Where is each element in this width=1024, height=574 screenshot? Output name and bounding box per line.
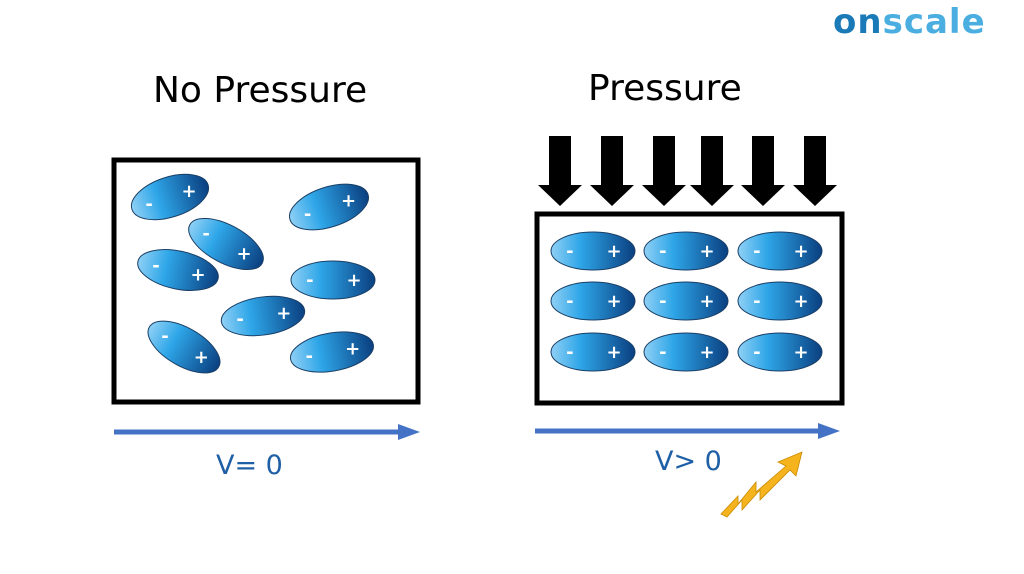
negative-charge-sign: - <box>566 241 573 262</box>
negative-charge-sign: - <box>145 194 152 215</box>
positive-charge-sign: + <box>606 342 621 363</box>
dipole-body <box>550 281 636 321</box>
dipole: -+ <box>290 331 374 373</box>
dipole-body <box>550 231 636 271</box>
logo-part-scale: scale <box>882 2 986 42</box>
dipole-body <box>643 332 729 372</box>
dipole: -+ <box>737 332 823 372</box>
negative-charge-sign: - <box>566 342 573 363</box>
dipole: -+ <box>643 332 729 372</box>
dipole: -+ <box>643 281 729 321</box>
dipole-body <box>290 331 374 373</box>
dipole: -+ <box>289 183 369 231</box>
positive-charge-sign: + <box>606 241 621 262</box>
pressure-arrow-icon <box>642 136 686 206</box>
dipole-body <box>643 231 729 271</box>
positive-charge-sign: + <box>793 342 808 363</box>
dipole: -+ <box>737 231 823 271</box>
dipole-body <box>188 217 264 271</box>
pressure-arrow-icon <box>793 136 837 206</box>
dipole-body <box>550 332 636 372</box>
dipole: -+ <box>188 217 264 271</box>
pressure-arrow-icon <box>690 136 734 206</box>
negative-charge-sign: - <box>304 204 311 225</box>
pressure-arrow-icon <box>741 136 785 206</box>
dipole: -+ <box>147 320 221 374</box>
negative-charge-sign: - <box>161 326 168 347</box>
negative-charge-sign: - <box>566 291 573 312</box>
pressure-box <box>534 211 845 406</box>
dipole: -+ <box>220 295 306 337</box>
dipole-body <box>147 320 221 374</box>
no-pressure-voltage: V= 0 <box>216 450 283 481</box>
positive-charge-sign: + <box>793 241 808 262</box>
negative-charge-sign: - <box>753 342 760 363</box>
onscale-logo: onscale <box>833 2 986 42</box>
dipole-body <box>737 231 823 271</box>
dipole: -+ <box>290 260 376 300</box>
positive-charge-sign: + <box>699 241 714 262</box>
negative-charge-sign: - <box>659 342 666 363</box>
negative-charge-sign: - <box>202 223 209 244</box>
negative-charge-sign: - <box>236 309 243 330</box>
dipole-body <box>137 249 219 291</box>
spark-arrow-icon <box>720 451 803 518</box>
negative-charge-sign: - <box>753 241 760 262</box>
positive-charge-sign: + <box>793 291 808 312</box>
dipole: -+ <box>137 249 219 291</box>
negative-charge-sign: - <box>659 291 666 312</box>
dipole: -+ <box>643 231 729 271</box>
right-axis-arrow <box>535 423 840 439</box>
dipole-body <box>289 183 369 231</box>
positive-charge-sign: + <box>181 181 196 202</box>
positive-charge-sign: + <box>194 347 209 368</box>
negative-charge-sign: - <box>306 346 313 367</box>
positive-charge-sign: + <box>237 244 252 265</box>
negative-charge-sign: - <box>659 241 666 262</box>
dipole-body <box>130 173 210 221</box>
dipole: -+ <box>737 281 823 321</box>
positive-charge-sign: + <box>346 270 361 291</box>
no-pressure-box <box>111 157 421 405</box>
negative-charge-sign: - <box>152 255 159 276</box>
logo-part-on: on <box>833 2 883 42</box>
dipole: -+ <box>550 281 636 321</box>
left-axis-arrow <box>114 424 420 440</box>
dipole-body <box>290 260 376 300</box>
dipole: -+ <box>550 332 636 372</box>
positive-charge-sign: + <box>276 303 291 324</box>
pressure-arrows <box>538 136 837 206</box>
positive-charge-sign: + <box>699 342 714 363</box>
positive-charge-sign: + <box>191 264 206 285</box>
right-dipoles: -+-+-+-+-+-+-+-+-+ <box>550 231 823 372</box>
dipole-body <box>643 281 729 321</box>
pressure-arrow-icon <box>538 136 582 206</box>
positive-charge-sign: + <box>699 291 714 312</box>
positive-charge-sign: + <box>345 338 360 359</box>
dipole-body <box>737 332 823 372</box>
negative-charge-sign: - <box>306 270 313 291</box>
dipole: -+ <box>130 173 210 221</box>
positive-charge-sign: + <box>606 291 621 312</box>
negative-charge-sign: - <box>753 291 760 312</box>
positive-charge-sign: + <box>341 191 356 212</box>
pressure-voltage: V> 0 <box>655 446 722 477</box>
pressure-arrow-icon <box>590 136 634 206</box>
no-pressure-title: No Pressure <box>153 70 368 111</box>
dipole-body <box>737 281 823 321</box>
left-dipoles: -+-+-+-+-+-+-+-+ <box>130 173 376 374</box>
dipole: -+ <box>550 231 636 271</box>
pressure-title: Pressure <box>588 68 742 109</box>
dipole-body <box>220 295 306 337</box>
